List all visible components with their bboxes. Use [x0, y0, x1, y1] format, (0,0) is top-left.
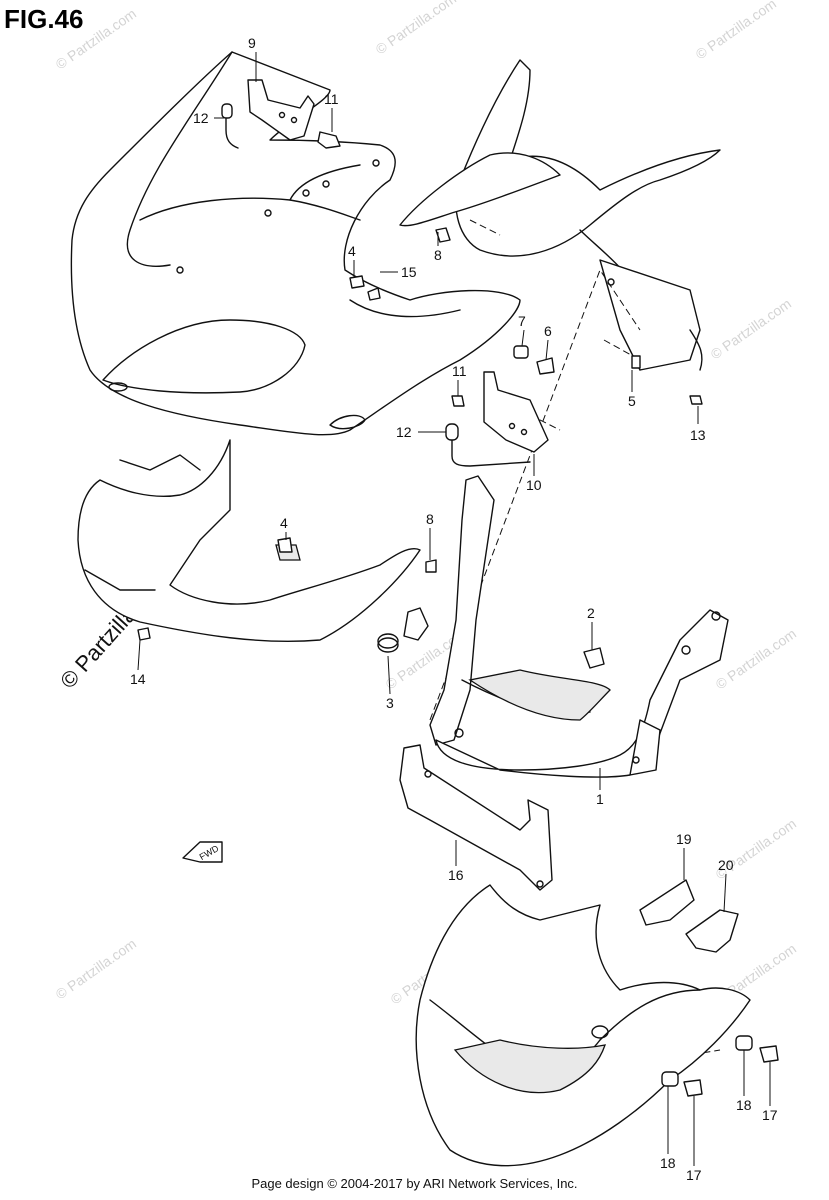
callout-8: 8 [426, 511, 434, 527]
callout-11: 11 [324, 91, 339, 107]
callout-9: 9 [248, 35, 256, 51]
callout-1: 1 [596, 791, 604, 807]
callout-3: 3 [386, 695, 394, 711]
callout-8: 8 [434, 247, 442, 263]
assembly-line [429, 268, 641, 721]
forward-arrow: FWD [182, 841, 223, 863]
callout-20: 20 [718, 857, 734, 873]
callout-7: 7 [518, 313, 526, 329]
callout-18: 18 [736, 1097, 752, 1113]
fasteners [137, 227, 779, 1097]
callout-5: 5 [628, 393, 636, 409]
callout-4: 4 [348, 243, 356, 259]
watermark-text: © Partzilla.com [708, 295, 794, 362]
bracket-20 [685, 909, 739, 953]
inner-panel [399, 59, 721, 371]
callout-17: 17 [762, 1107, 778, 1123]
cowling-brace [403, 475, 729, 778]
figure-title: FIG.46 [4, 4, 84, 34]
watermark-text: © Partzilla.com [53, 935, 139, 1002]
bracket-19 [639, 879, 695, 926]
callout-15: 15 [401, 264, 417, 280]
assembly-line [519, 409, 561, 431]
assembly-line [659, 1049, 721, 1061]
callout-17: 17 [686, 1167, 702, 1183]
watermark-text: © Partzilla.com [53, 5, 139, 72]
cowling-bracket-upper [221, 79, 341, 149]
callouts: 9 12 11 4 15 8 7 6 5 13 11 12 10 4 8 14 … [130, 35, 778, 1183]
callout-6: 6 [544, 323, 552, 339]
callout-18: 18 [660, 1155, 676, 1171]
leader-lines [137, 52, 771, 1166]
stay-bracket [399, 744, 553, 891]
callout-14: 14 [130, 671, 146, 687]
callout-13: 13 [690, 427, 706, 443]
callout-12: 12 [193, 110, 209, 126]
grommet [377, 633, 399, 653]
callout-19: 19 [676, 831, 692, 847]
watermark-text: © Partzilla.com [693, 0, 779, 62]
callout-11: 11 [452, 363, 467, 379]
upper-cowling [70, 51, 521, 436]
under-cowling [77, 439, 421, 642]
callout-10: 10 [526, 477, 542, 493]
callout-12: 12 [396, 424, 412, 440]
cowling-bracket-lower [445, 371, 549, 467]
callout-2: 2 [587, 605, 595, 621]
lower-cowling [415, 884, 751, 1167]
watermark-text: © Partzilla.com [373, 0, 459, 57]
callout-16: 16 [448, 867, 464, 883]
callout-4: 4 [280, 515, 288, 531]
assembly-line [469, 219, 501, 236]
footer-copyright: Page design © 2004-2017 by ARI Network S… [251, 1176, 578, 1191]
